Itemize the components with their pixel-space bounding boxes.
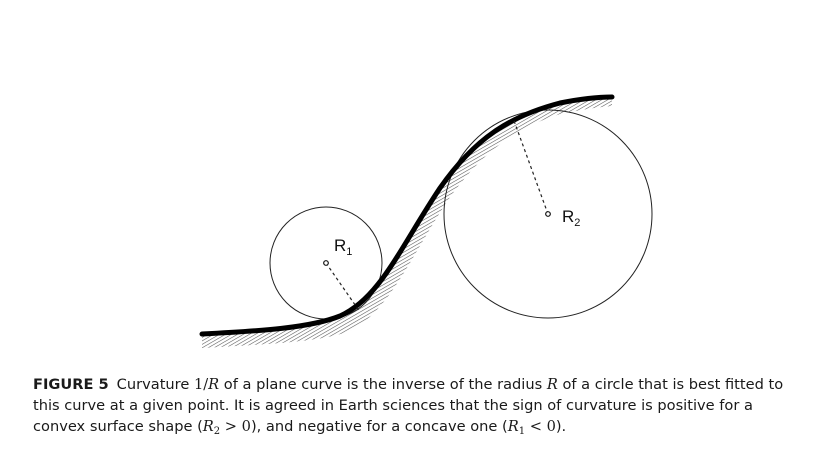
caption-math: 1/	[193, 376, 209, 393]
radius-r1-line	[325, 262, 361, 313]
caption-math-subscript: 1	[518, 426, 526, 437]
caption-math-subscript: 2	[213, 426, 221, 437]
figure-caption: FIGURE 5 Curvature 1/R of a plane curve i…	[33, 374, 803, 442]
ground-hatching	[202, 99, 612, 348]
caption-text: Curvature	[116, 376, 194, 393]
caption-math: < 0	[525, 418, 556, 435]
caption-math: R	[202, 418, 214, 435]
caption-text: ).	[555, 418, 567, 435]
center-r2-point	[545, 211, 551, 217]
label-r2: R2	[562, 207, 580, 229]
center-r1-point	[323, 260, 329, 266]
caption-text: of a circle that is best fitted to this …	[33, 376, 784, 435]
caption-text: of a plane curve is the inverse of the r…	[219, 376, 547, 393]
label-r1: R1	[334, 236, 352, 258]
radius-r2-line	[512, 117, 549, 215]
caption-math: R	[507, 418, 519, 435]
circle-r2	[443, 109, 653, 319]
curvature-diagram: R1 R2	[199, 94, 653, 348]
caption-figure-number: FIGURE 5	[33, 376, 109, 393]
caption-math: R	[208, 376, 220, 393]
surface-curve	[199, 94, 615, 337]
caption-text: ), and negative for a concave one (	[250, 418, 508, 435]
caption-math: > 0	[220, 418, 251, 435]
caption-math: R	[546, 376, 558, 393]
